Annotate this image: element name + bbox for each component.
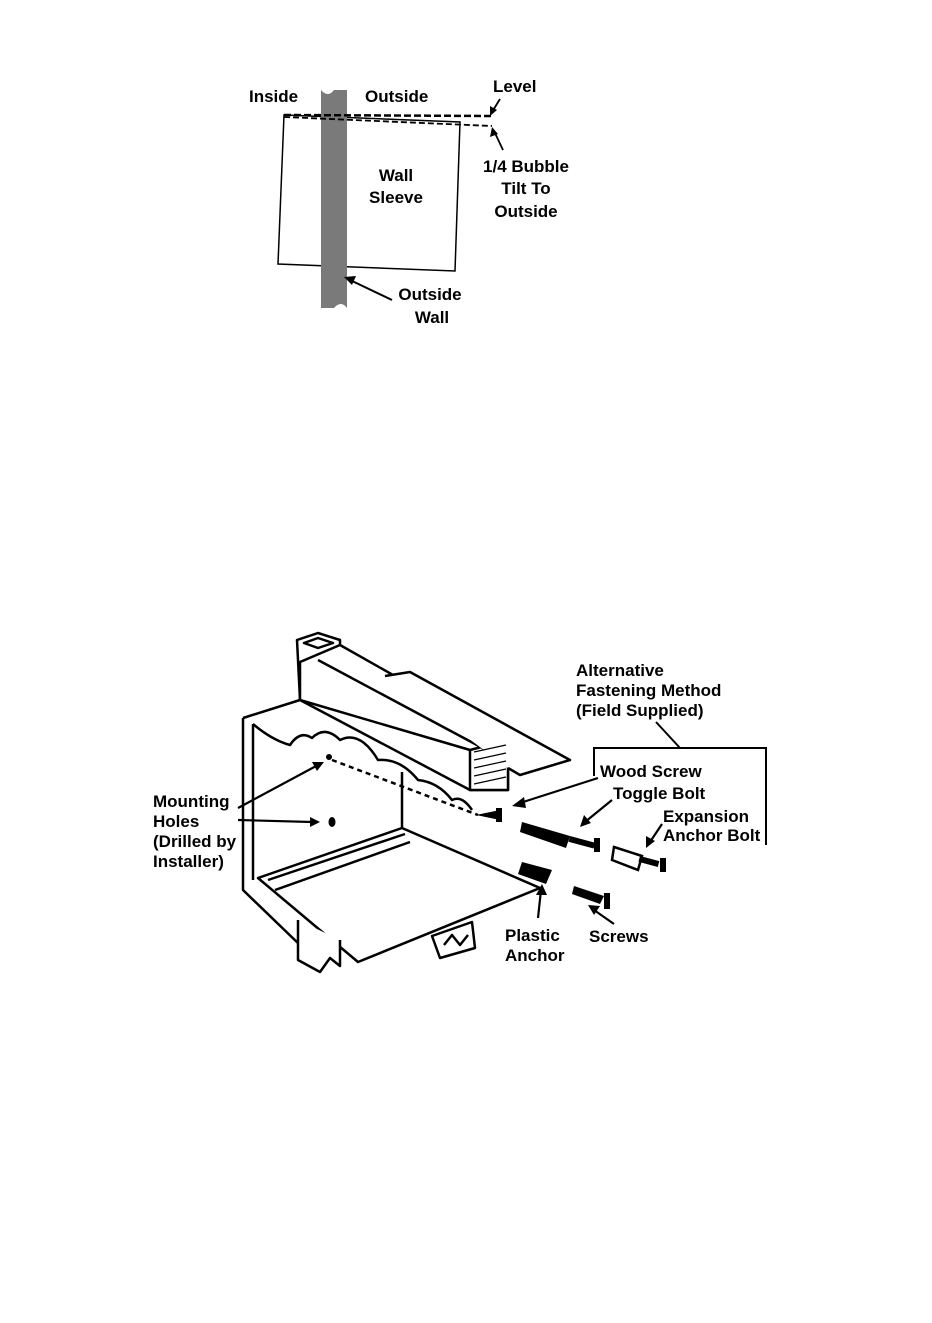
mounting-arrow-upper [238, 765, 318, 808]
label-fastening-method: Fastening Method [576, 681, 721, 700]
label-installer: Installer) [153, 852, 224, 871]
wood-screw-arrowhead [512, 797, 526, 808]
screws-arrow [594, 910, 614, 924]
label-wood-screw: Wood Screw [600, 762, 702, 781]
mounting-arrowhead-lower [310, 817, 320, 827]
label-alternative: Alternative [576, 661, 664, 680]
label-anchor-bolt: Anchor Bolt [663, 826, 761, 845]
label-drilled-by: (Drilled by [153, 832, 237, 851]
mounting-hole-lower [329, 817, 336, 827]
label-field-supplied: (Field Supplied) [576, 701, 704, 720]
label-holes: Holes [153, 812, 199, 831]
label-plastic: Plastic [505, 926, 560, 945]
label-toggle-bolt: Toggle Bolt [613, 784, 706, 803]
expansion-anchor-bolt-icon [612, 847, 666, 872]
toggle-bolt-arrowhead [580, 815, 591, 827]
label-expansion: Expansion [663, 807, 749, 826]
label-anchor: Anchor [505, 946, 565, 965]
toggle-bolt-icon [520, 822, 600, 852]
wood-screw-icon [476, 808, 502, 822]
mounting-hole-upper [326, 754, 332, 760]
toggle-bolt-arrow [585, 800, 612, 822]
alternative-leader [656, 722, 680, 748]
label-screws: Screws [589, 927, 649, 946]
mounting-arrow-lower [238, 820, 312, 822]
wood-screw-arrow [520, 778, 598, 803]
label-mounting: Mounting [153, 792, 229, 811]
